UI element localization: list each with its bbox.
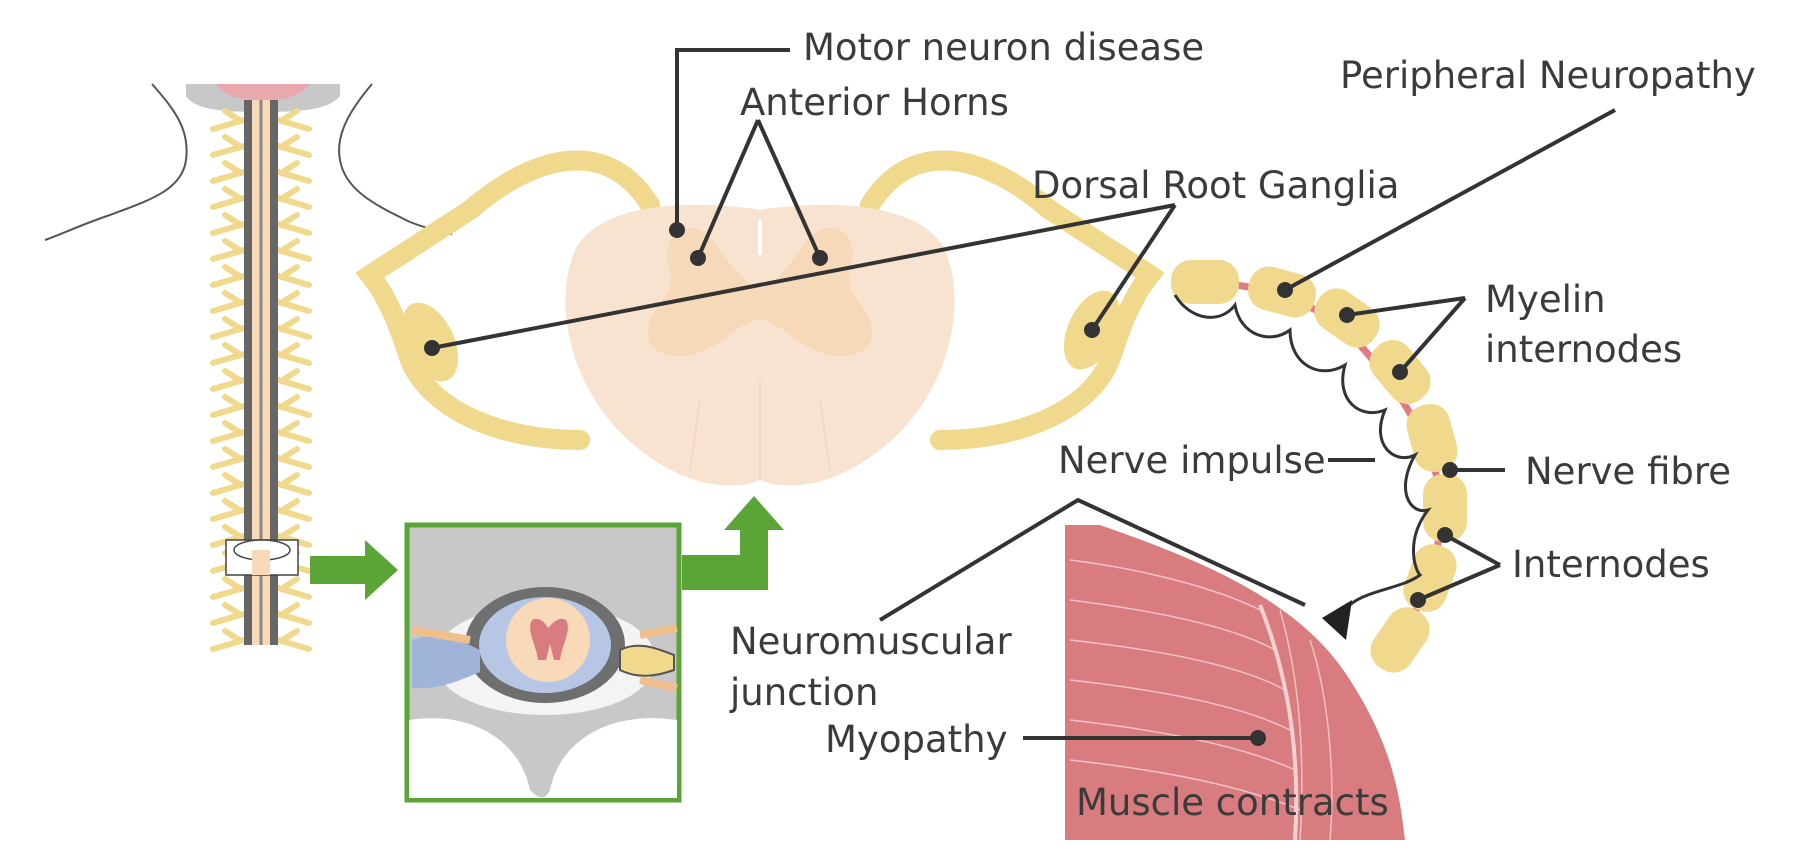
leader-dots <box>424 222 1458 746</box>
label-nerve-fibre: Nerve fibre <box>1525 450 1731 493</box>
label-myelin-internodes-line1: Myelin <box>1485 278 1606 321</box>
myelin-segment <box>1171 260 1239 304</box>
label-myopathy: Myopathy <box>825 718 1007 761</box>
label-muscle-contracts: Muscle contracts <box>1076 781 1389 824</box>
spinal-cord-section <box>355 150 1165 486</box>
myelin-segment <box>1423 474 1467 542</box>
label-internodes: Internodes <box>1512 543 1710 586</box>
green-arrow-icon <box>310 540 398 600</box>
label-neuromuscular-junction-line2: junction <box>729 671 878 714</box>
label-motor-neuron-disease: Motor neuron disease <box>803 26 1204 69</box>
green-arrow-up-icon <box>682 496 784 590</box>
label-peripheral-neuropathy: Peripheral Neuropathy <box>1340 54 1756 97</box>
label-nerve-impulse: Nerve impulse <box>1058 439 1326 482</box>
myelin-segment <box>1403 544 1457 612</box>
myelin-segment <box>1406 403 1458 473</box>
spinal-column-icon <box>44 83 453 652</box>
label-neuromuscular-junction-line1: Neuromuscular <box>730 620 1012 663</box>
spinal-cross-section-icon <box>404 522 682 803</box>
label-myelin-internodes-line2: internodes <box>1485 328 1682 371</box>
leader-lines <box>431 48 1616 740</box>
myelin-segment <box>1370 607 1430 673</box>
label-anterior-horns: Anterior Horns <box>740 81 1009 124</box>
label-dorsal-root-ganglia: Dorsal Root Ganglia <box>1032 164 1399 207</box>
